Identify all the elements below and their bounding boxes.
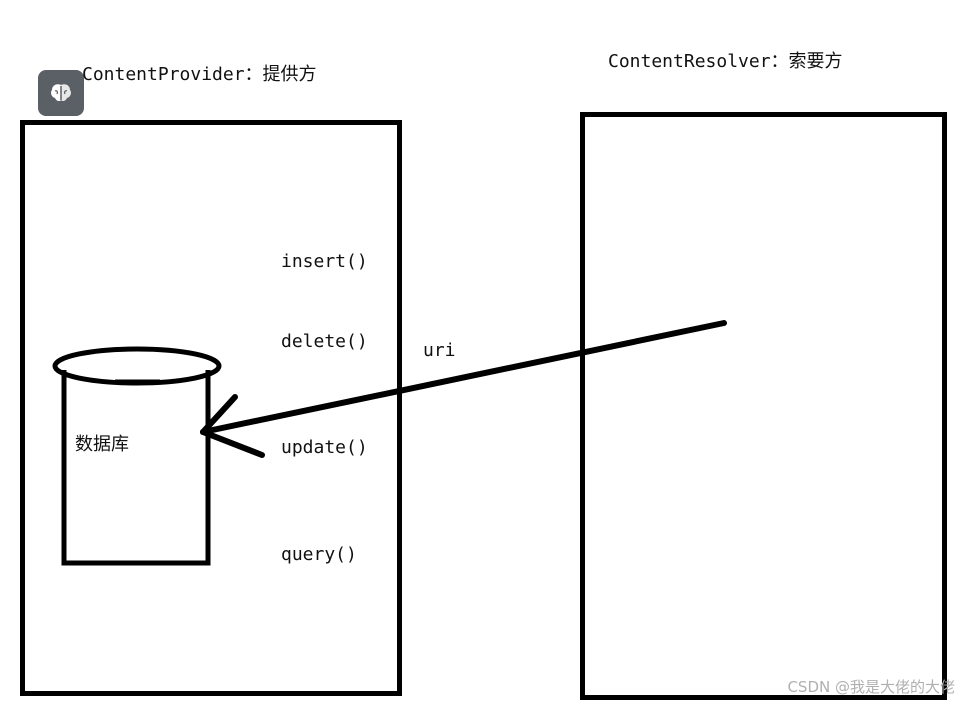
database-label: 数据库 (75, 434, 129, 455)
watermark: CSDN @我是大佬的大佬 (787, 678, 955, 696)
method-update: update() (281, 437, 368, 458)
resolver-box (580, 112, 947, 700)
uri-label: uri (423, 340, 456, 361)
resolver-title: ContentResolver：索要方 (608, 51, 843, 72)
uri-arrow-head-lower (200, 429, 265, 458)
uri-arrow-head-upper (200, 394, 238, 435)
provider-title: ContentProvider：提供方 (82, 64, 317, 85)
database-cylinder (61, 370, 211, 566)
database-cylinder-top (52, 346, 222, 386)
uri-arrow-shaft (200, 320, 727, 435)
method-query: query() (281, 544, 357, 565)
method-delete: delete() (281, 331, 368, 352)
method-insert: insert() (281, 251, 368, 272)
provider-box (20, 120, 402, 696)
brain-icon (51, 84, 71, 102)
brain-badge[interactable] (38, 70, 84, 116)
